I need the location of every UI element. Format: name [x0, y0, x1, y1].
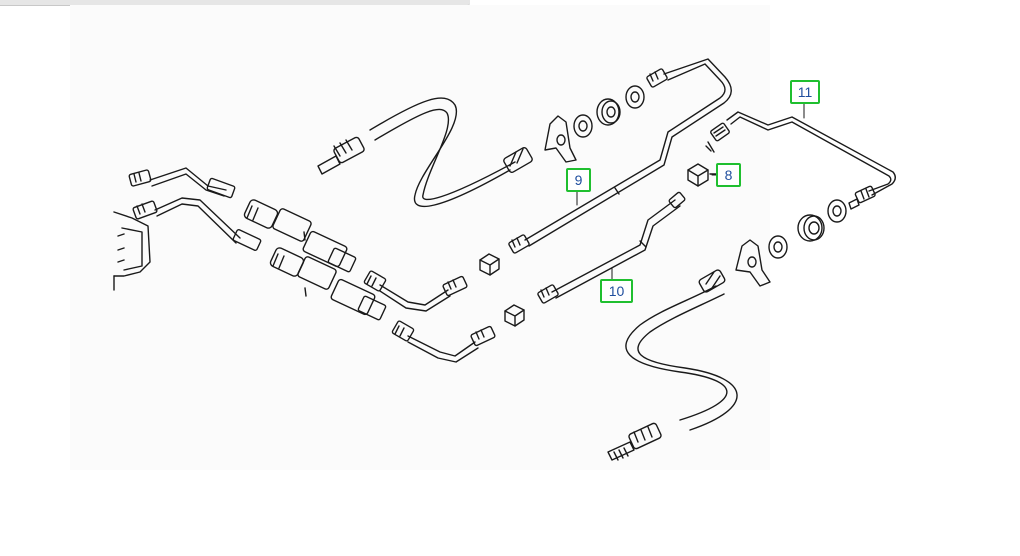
master-cylinder-partial — [113, 211, 151, 291]
flex-hose-upper — [317, 97, 533, 207]
seal-ring-group-upper — [544, 85, 645, 163]
seal-ring-group-right — [768, 199, 847, 259]
bracket-right — [735, 239, 771, 287]
callout-label-9: 9 — [566, 168, 591, 192]
pipe-10 — [504, 191, 686, 327]
flex-hose-lower-right — [607, 269, 738, 461]
nut-8 — [687, 163, 719, 187]
pipe-11 — [705, 111, 896, 210]
pipe-left-bottom — [391, 320, 496, 363]
diagram-background — [70, 5, 770, 470]
pipe-9 — [479, 58, 732, 276]
callout-leaders — [576, 103, 805, 281]
callout-label-10: 10 — [600, 279, 633, 303]
callout-label-8: 8 — [716, 163, 741, 187]
callout-label-11: 11 — [790, 80, 820, 104]
pipe-left-mid — [363, 270, 468, 312]
pipe-left-upper — [128, 167, 236, 199]
pipe-left-lower — [132, 197, 262, 251]
union-fittings-left — [243, 199, 387, 321]
